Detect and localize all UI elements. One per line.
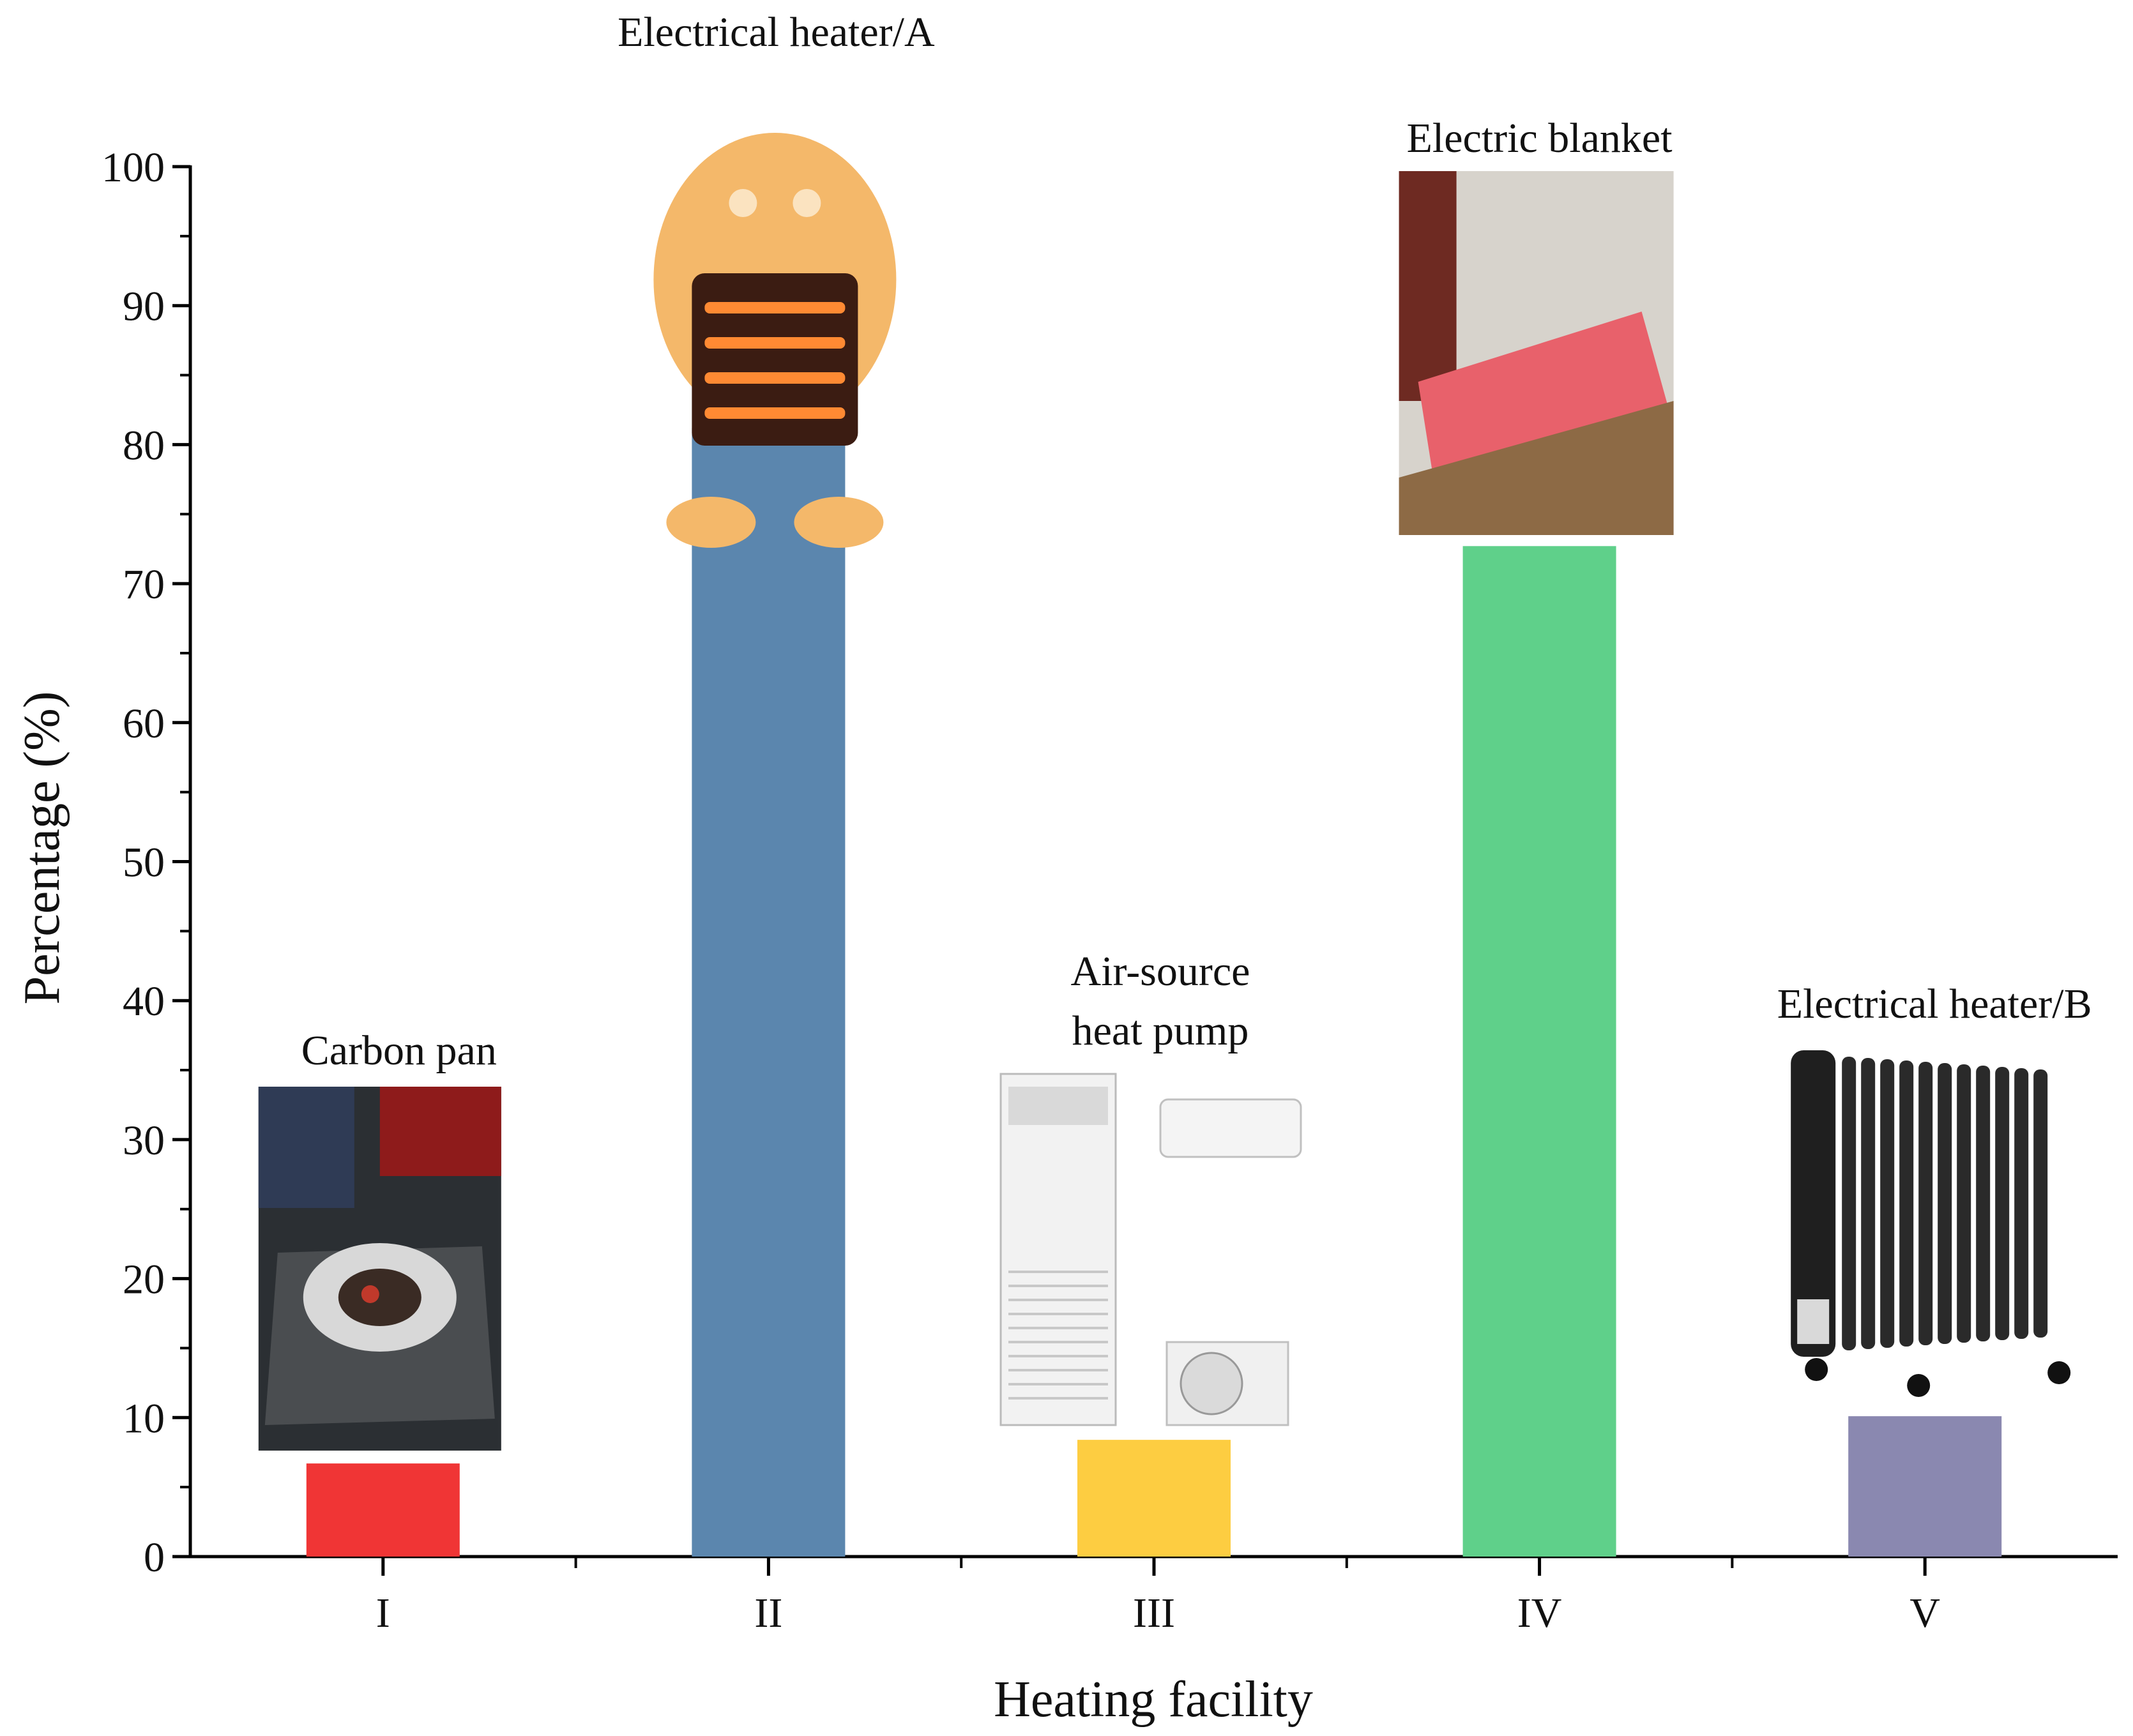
y-tick-label: 100	[102, 144, 165, 191]
y-tick-label: 30	[123, 1117, 165, 1164]
bar-caption-III: heat pump	[1072, 1008, 1249, 1054]
x-tick-label: V	[1909, 1590, 1940, 1636]
charcoal-brazier-photo	[258, 1087, 501, 1451]
bar-caption-V: Electrical heater/B	[1777, 981, 2092, 1027]
bar-I	[306, 1463, 460, 1557]
bar-IV	[1462, 546, 1616, 1557]
quartz-heater-photo	[653, 133, 897, 548]
y-axis-title: Percentage (%)	[14, 691, 70, 1005]
y-tick-label: 10	[123, 1395, 165, 1442]
oil-radiator-heater-photo	[1791, 1050, 2071, 1397]
x-axis-title: Heating facility	[994, 1672, 1313, 1728]
bar-captions: Carbon pan Electrical heater/A Air-source h…	[301, 9, 2092, 1074]
x-tick-label: I	[376, 1590, 390, 1636]
y-axis-ticks: 0 10 20 30 40 50 60 70 80 90 100	[102, 144, 190, 1581]
bar-caption-III: Air-source	[1071, 948, 1250, 995]
bar-V	[1848, 1416, 2002, 1557]
bar-caption-IV: Electric blanket	[1407, 115, 1673, 162]
x-tick-label: II	[754, 1590, 782, 1636]
y-tick-label: 20	[123, 1257, 165, 1303]
y-tick-label: 90	[123, 283, 165, 330]
y-tick-label: 40	[123, 978, 165, 1025]
bars	[306, 428, 2002, 1557]
facility-pictures	[258, 133, 2071, 1451]
x-tick-label: III	[1133, 1590, 1175, 1636]
bar-II	[692, 428, 846, 1557]
y-tick-label: 60	[123, 700, 165, 747]
bar-caption-I: Carbon pan	[301, 1027, 497, 1074]
bar-III	[1077, 1440, 1231, 1557]
x-tick-label: IV	[1517, 1590, 1562, 1636]
bar-caption-II: Electrical heater/A	[618, 9, 935, 56]
y-tick-label: 70	[123, 561, 165, 608]
y-tick-label: 50	[123, 840, 165, 886]
air-source-heat-pump-photo	[999, 1073, 1302, 1426]
y-tick-label: 0	[144, 1534, 165, 1581]
y-tick-label: 80	[123, 422, 165, 469]
electric-blanket-photo	[1399, 171, 1674, 535]
